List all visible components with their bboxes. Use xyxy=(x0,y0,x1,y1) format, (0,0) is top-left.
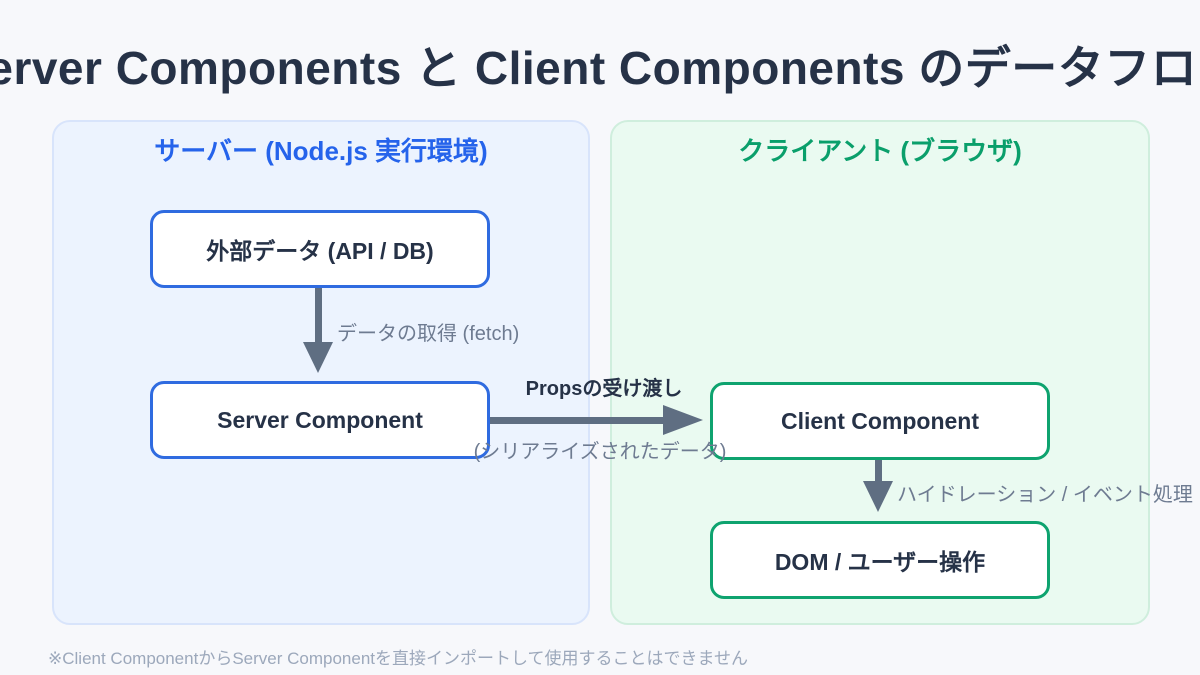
props-arrow-sublabel: (シリアライズされたデータ) xyxy=(473,441,727,463)
fetch-arrow-head-icon xyxy=(303,342,333,373)
node-external-data: 外部データ (API / DB) xyxy=(150,210,490,288)
fetch-arrow-line xyxy=(315,288,322,342)
props-arrow-line xyxy=(490,417,663,424)
diagram-title: Server Components と Client Components のデ… xyxy=(0,42,1200,94)
hydration-arrow-line xyxy=(875,460,882,482)
client-panel-title: クライアント (ブラウザ) xyxy=(738,136,1022,166)
server-panel-title: サーバー (Node.js 実行環境) xyxy=(154,136,488,166)
node-server-component: Server Component xyxy=(150,381,490,459)
footnote: ※Client ComponentからServer Componentを直接イン… xyxy=(48,649,748,668)
hydration-arrow-label: ハイドレーション / イベント処理 xyxy=(897,484,1193,506)
hydration-arrow-head-icon xyxy=(863,481,893,512)
node-client-component: Client Component xyxy=(710,382,1050,460)
fetch-arrow-label: データの取得 (fetch) xyxy=(337,323,520,345)
node-dom-user-ops: DOM / ユーザー操作 xyxy=(710,521,1050,599)
props-arrow-head-icon xyxy=(663,405,703,435)
props-arrow-label: Propsの受け渡し xyxy=(525,378,683,400)
